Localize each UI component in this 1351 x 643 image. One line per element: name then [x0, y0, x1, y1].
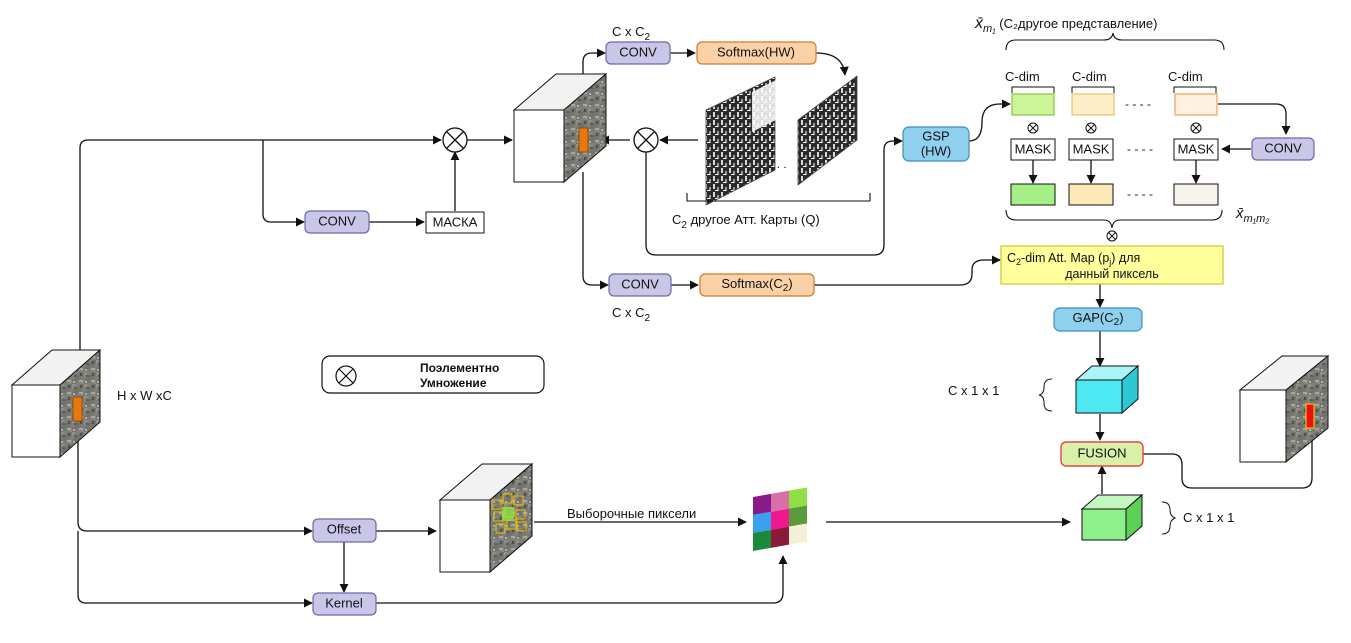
svg-text:данный пиксель: данный пиксель: [1065, 267, 1158, 281]
top-vector-3: [1174, 93, 1218, 116]
svg-text:CONV: CONV: [318, 213, 356, 228]
svg-text:Kernel: Kernel: [325, 595, 363, 610]
attention-maps-dots: . . .: [770, 157, 787, 171]
input-pixel-highlight: [72, 396, 83, 422]
softmax-hw-box: Softmax(HW): [696, 41, 817, 65]
svg-text:Softmax(HW): Softmax(HW): [717, 44, 795, 59]
connection-wires: [77, 48, 1317, 608]
right-conv-box: CONV: [1251, 137, 1315, 161]
svg-text:Softmax(C2): Softmax(C2): [721, 276, 792, 293]
sampled-pixels-label: Выборочные пиксели: [567, 506, 696, 521]
svg-text:C-dim: C-dim: [1072, 69, 1107, 84]
bottom-conv-box: CONV: [608, 273, 672, 297]
representation-title: x̄m₁ (C₂другое представление): [974, 15, 1157, 35]
gap-box: GAP(C2): [1053, 307, 1143, 332]
svg-text:CONV: CONV: [621, 276, 659, 291]
svg-text:Offset: Offset: [327, 521, 362, 536]
green-cube: [1080, 493, 1144, 542]
svg-text:МАСКА: МАСКА: [433, 214, 478, 229]
svg-text:C-dim: C-dim: [1168, 69, 1203, 84]
mask-conv-box: CONV: [304, 210, 370, 234]
top-vector-2: [1071, 93, 1115, 116]
svg-text:CONV: CONV: [1264, 140, 1302, 155]
green-cube-brace: [1161, 501, 1177, 535]
legend-text-line2: Умножение: [420, 376, 487, 390]
gsp-box: GSP (HW): [902, 126, 970, 162]
svg-text:C2-dim Att. Map (pj) для: C2-dim Att. Map (pj) для: [1007, 251, 1140, 267]
svg-text:FUSION: FUSION: [1077, 445, 1126, 460]
legend-text-line1: Поэлементно: [420, 361, 499, 375]
bottom-representation-label: x̄m₁m₂: [1235, 205, 1270, 225]
sampled-pixels-grid: [753, 487, 807, 551]
sampled-feature-block: [438, 462, 534, 574]
svg-text:MASK: MASK: [1073, 141, 1110, 156]
svg-text:GSP: GSP: [922, 128, 949, 143]
mask-box: МАСКА: [425, 211, 485, 234]
bottom-vector-1: [1010, 183, 1056, 206]
svg-text:C-dim: C-dim: [1005, 69, 1040, 84]
attention-maps-caption: C2 другое Атт. Карты (Q): [672, 212, 820, 231]
bottom-conv-dims: C x C2: [612, 305, 651, 324]
green-cube-label: C x 1 x 1: [1183, 510, 1234, 525]
bottom-vector-2: [1068, 183, 1114, 206]
top-vector-dashes: - - - -: [1125, 97, 1151, 111]
cyan-cube-label: C x 1 x 1: [948, 383, 999, 398]
output-feature-block: [1238, 354, 1330, 464]
vector-multiply-markers: [1027, 122, 1202, 242]
multiply-symbol-middle: [633, 127, 659, 153]
svg-text:GAP(C2): GAP(C2): [1072, 310, 1123, 327]
middle-feature-block: [512, 72, 608, 184]
cdim-labels: C-dim C-dim C-dim: [1005, 69, 1217, 93]
attention-map-box: C2-dim Att. Map (pj) для данный пиксель: [1000, 245, 1224, 285]
svg-text:MASK: MASK: [1015, 141, 1052, 156]
middle-pixel-highlight: [578, 127, 589, 153]
svg-text:CONV: CONV: [619, 44, 657, 59]
top-vector-1: [1011, 93, 1055, 116]
svg-text:(HW): (HW): [921, 143, 951, 158]
top-conv-dims: C x C2: [612, 24, 651, 43]
softmax-c2-box: Softmax(C2): [699, 273, 815, 297]
cyan-cube-brace: [1038, 378, 1053, 412]
kernel-box: Kernel: [312, 592, 377, 616]
input-feature-block: [10, 348, 102, 459]
output-pixel-highlight: [1305, 403, 1315, 429]
svg-text:MASK: MASK: [1178, 141, 1215, 156]
attention-maps-brace: [686, 193, 871, 202]
bottom-vector-dashes: - - - -: [1127, 187, 1153, 201]
bottom-vector-3: [1173, 183, 1219, 206]
bottom-vectors-brace: [1005, 209, 1223, 229]
cyan-cube: [1074, 364, 1140, 415]
mask-dashes: - - - -: [1127, 142, 1153, 156]
vector-mask-boxes: MASK MASK MASK: [1010, 138, 1219, 161]
multiply-symbol-left: [442, 127, 468, 153]
representation-brace: [1005, 32, 1225, 51]
fusion-box: FUSION: [1060, 441, 1144, 467]
offset-box: Offset: [312, 518, 377, 543]
legend: Поэлементно Умножение: [321, 355, 545, 394]
top-conv-box: CONV: [605, 41, 671, 65]
input-dims-label: H x W xC: [117, 388, 172, 403]
attention-maps: . . .: [705, 75, 858, 206]
